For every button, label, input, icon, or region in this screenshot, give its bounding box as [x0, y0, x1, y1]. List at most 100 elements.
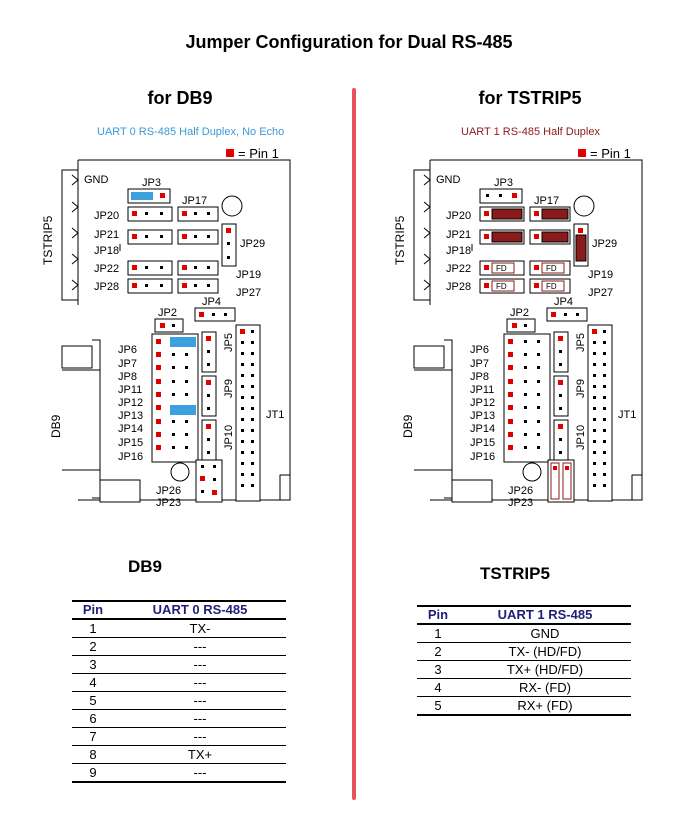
table-header-row: Pin UART 0 RS-485 [72, 600, 286, 620]
pin-cell: 7 [72, 727, 114, 746]
signal-cell: RX+ (FD) [459, 696, 631, 716]
table-row: 9--- [72, 763, 286, 783]
jp27-label: JP27 [236, 287, 261, 299]
jp22-label: JP22 [94, 263, 119, 275]
pin-cell: 4 [417, 678, 459, 697]
jp27-label: JP27 [588, 287, 613, 299]
jp13-jumper [170, 405, 196, 415]
jp11-label: JP11 [118, 384, 142, 396]
jp17-label: JP17 [182, 195, 207, 207]
pin-cell: 3 [72, 655, 114, 674]
jp8-label: JP8 [470, 371, 489, 383]
jp16-label: JP16 [118, 451, 143, 463]
signal-cell: --- [114, 709, 286, 728]
left-caption: UART 0 RS-485 Half Duplex, No Echo [97, 126, 284, 138]
pin-column-header: Pin [417, 605, 459, 625]
jp26-label: JP26 [508, 485, 533, 497]
fd-label: FD [546, 264, 557, 273]
signal-cell: --- [114, 673, 286, 692]
jp21-label: JP21 [94, 229, 119, 241]
jp28-label: JP28 [94, 281, 119, 293]
jp2-label: JP2 [158, 307, 177, 319]
jp11-label: JP11 [470, 384, 494, 396]
jp10-label: JP10 [223, 425, 235, 450]
pin-cell: 2 [417, 642, 459, 661]
table-row: 3--- [72, 655, 286, 674]
signal-cell: --- [114, 637, 286, 656]
right-caption: UART 1 RS-485 Half Duplex [461, 126, 600, 138]
jp26-jumper [550, 462, 560, 500]
pin-cell: 1 [72, 619, 114, 638]
jp4-label: JP4 [202, 296, 221, 308]
table-row: 5--- [72, 691, 286, 710]
jp10-label: JP10 [575, 425, 587, 450]
left-heading: for DB9 [147, 88, 213, 108]
signal-cell: TX- (HD/FD) [459, 642, 631, 661]
db9-label: DB9 [49, 414, 63, 438]
fd-label: FD [546, 282, 557, 291]
signal-cell: --- [114, 763, 286, 783]
jp13-label: JP13 [118, 410, 143, 422]
fd-label: FD [496, 282, 507, 291]
jp29-jumper [575, 234, 587, 262]
signal-cell: --- [114, 727, 286, 746]
jp6-label: JP6 [470, 344, 489, 356]
jp3-label: JP3 [142, 177, 161, 189]
jp7-label: JP7 [470, 358, 489, 370]
left-board-diagram: UART 0 RS-485 Half Duplex, No Echo = Pin… [41, 126, 291, 509]
pin-cell: 5 [72, 691, 114, 710]
jp14-label: JP14 [470, 423, 495, 435]
jp6-label: JP6 [118, 344, 137, 356]
signal-cell: TX+ [114, 745, 286, 764]
right-legend: = Pin 1 [590, 146, 631, 161]
jp21-label: JP21 [446, 229, 471, 241]
jp26-label: JP26 [156, 485, 181, 497]
right-heading: for TSTRIP5 [478, 88, 582, 108]
jp28-fd-jumper [491, 280, 515, 292]
section-divider [352, 88, 356, 800]
gnd-label: GND [84, 174, 109, 186]
table-row: 4--- [72, 673, 286, 692]
jp12-label: JP12 [118, 397, 143, 409]
jp16-label: JP16 [470, 451, 495, 463]
signal-cell: --- [114, 655, 286, 674]
jp20-jumper [491, 208, 523, 220]
table-header-row: Pin UART 1 RS-485 [417, 605, 631, 625]
jp5-label: JP5 [575, 333, 587, 352]
pin-cell: 9 [72, 763, 114, 783]
jt1-label: JT1 [618, 409, 636, 421]
signal-cell: TX+ (HD/FD) [459, 660, 631, 679]
pin1-marker-icon [578, 149, 586, 157]
jp7-label: JP7 [118, 358, 137, 370]
pin-cell: 3 [417, 660, 459, 679]
db9-table-title: DB9 [127, 557, 162, 576]
table-row: 7--- [72, 727, 286, 746]
table-row: 6--- [72, 709, 286, 728]
jp23-label: JP23 [156, 497, 181, 509]
page-title: Jumper Configuration for Dual RS-485 [185, 32, 513, 52]
jp15-label: JP15 [118, 437, 143, 449]
jp14-label: JP14 [118, 423, 143, 435]
jp15-label: JP15 [470, 437, 495, 449]
uart-column-header: UART 0 RS-485 [114, 600, 286, 620]
signal-cell: --- [114, 691, 286, 710]
jp29-label: JP29 [592, 238, 617, 250]
jp20-label: JP20 [94, 210, 119, 222]
jp5-label: JP5 [223, 333, 235, 352]
pin-cell: 8 [72, 745, 114, 764]
jp9-label: JP9 [575, 379, 587, 398]
jp23-label: JP23 [508, 497, 533, 509]
jp8-label: JP8 [118, 371, 137, 383]
signal-cell: RX- (FD) [459, 678, 631, 697]
gnd-label: GND [436, 174, 461, 186]
jp23-jumper [562, 462, 572, 500]
jp2-label: JP2 [510, 307, 529, 319]
jp9-label: JP9 [223, 379, 235, 398]
